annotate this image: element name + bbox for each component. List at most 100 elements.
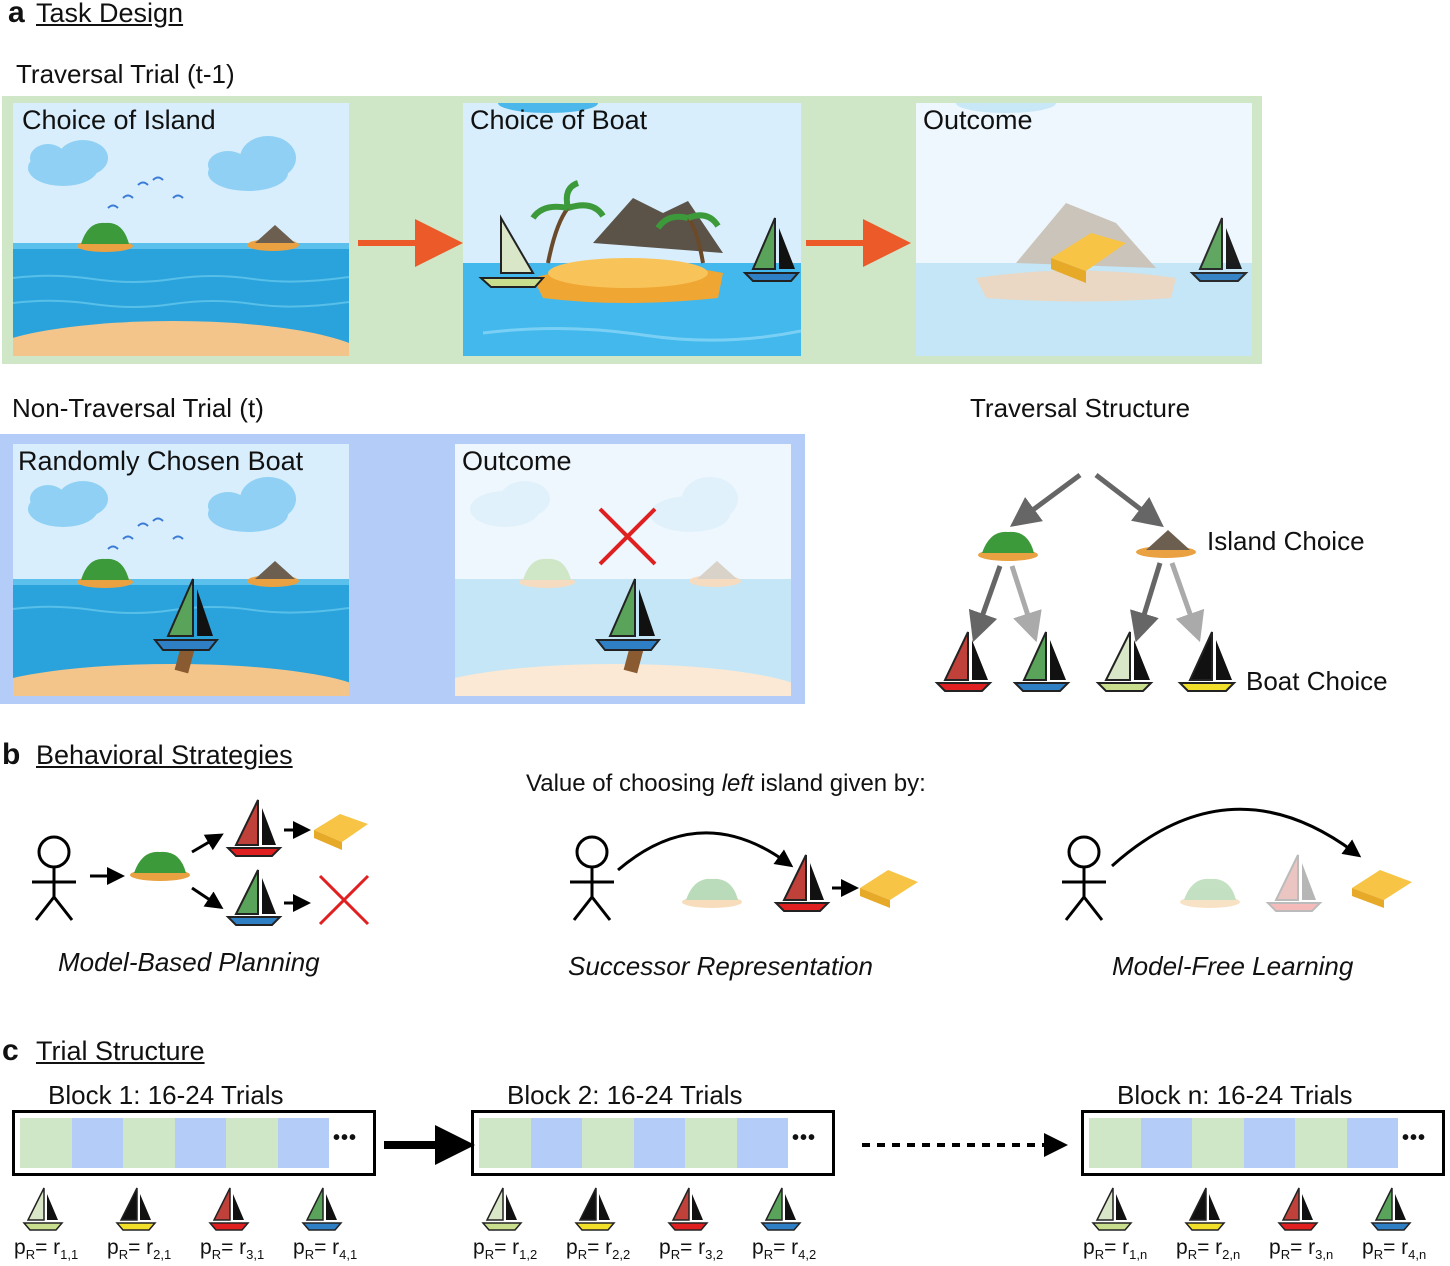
traversal-trial-cell bbox=[582, 1118, 634, 1168]
striped-sail-boat-icon bbox=[742, 217, 801, 282]
left-island-icon bbox=[978, 531, 1038, 561]
non-traversal-trial-cell bbox=[1243, 1118, 1295, 1168]
non-traversal-trial-label: Non-Traversal Trial (t) bbox=[12, 393, 264, 423]
reward-probability-label: pR= r2,n bbox=[1176, 1236, 1241, 1263]
striped-sail-boat-icon bbox=[1189, 217, 1249, 282]
striped-sail-boat-icon bbox=[1012, 631, 1071, 692]
randomly-chosen-boat-label: Randomly Chosen Boat bbox=[18, 446, 304, 476]
scene-outcome: Outcome bbox=[916, 103, 1252, 356]
right-island-icon bbox=[247, 225, 299, 251]
no-reward-scene-art bbox=[455, 477, 791, 696]
panel-a-letter: a bbox=[8, 0, 25, 29]
red-sail-boat-icon bbox=[208, 1187, 250, 1231]
dotted-sail-boat-icon bbox=[1091, 1187, 1133, 1231]
striped-sail-boat-icon bbox=[301, 1187, 343, 1231]
value-caption-italic: left bbox=[721, 770, 754, 797]
ellipsis: ••• bbox=[792, 1127, 817, 1149]
non-traversal-trial-cell bbox=[633, 1118, 685, 1168]
traversal-trial-cell bbox=[1089, 1118, 1141, 1168]
panel-b-title: Behavioral Strategies bbox=[36, 740, 293, 770]
yellow-sail-boat-icon bbox=[1177, 631, 1237, 692]
non-traversal-trial-cell bbox=[1140, 1118, 1192, 1168]
scene-randomly-chosen-boat: Randomly Chosen Boat bbox=[13, 444, 349, 696]
dotted-sail-boat-icon bbox=[478, 214, 546, 288]
left-island-icon bbox=[77, 222, 133, 252]
ellipsis: ••• bbox=[333, 1127, 358, 1149]
choice-of-boat-label: Choice of Boat bbox=[470, 105, 648, 135]
model-based-planning-label: Model-Based Planning bbox=[58, 947, 320, 977]
person-icon bbox=[32, 835, 76, 921]
non-traversal-trial-cell bbox=[530, 1118, 582, 1168]
dotted-sail-boat-icon bbox=[22, 1187, 64, 1231]
red-sail-boat-icon bbox=[667, 1187, 709, 1231]
reward-probability-label: pR= r1,1 bbox=[14, 1236, 79, 1263]
boat-choice-label: Boat Choice bbox=[1246, 666, 1388, 696]
panel-c-letter: c bbox=[2, 1034, 19, 1067]
outcome-scene-art bbox=[916, 103, 1252, 356]
non-traversal-trial-cell bbox=[1346, 1118, 1398, 1168]
traversal-trial-cell bbox=[20, 1118, 72, 1168]
ellipsis: ••• bbox=[1402, 1127, 1427, 1149]
island-choice-label: Island Choice bbox=[1207, 526, 1365, 556]
faded-island-icon bbox=[1180, 878, 1240, 908]
person-icon bbox=[570, 835, 614, 921]
red-sail-boat-icon bbox=[773, 854, 831, 912]
value-caption-prefix: Value of choosing bbox=[526, 770, 722, 797]
striped-sail-boat-icon bbox=[1370, 1187, 1412, 1231]
scene-choice-of-boat: Choice of Boat bbox=[463, 103, 801, 356]
panel-b-letter: b bbox=[2, 738, 21, 771]
panel-a-title: Task Design bbox=[36, 0, 184, 28]
traversal-trial-cell bbox=[685, 1118, 737, 1168]
block-label: Block 2: 16-24 Trials bbox=[507, 1080, 743, 1110]
traversal-trial-cell bbox=[1192, 1118, 1244, 1168]
scene-outcome-no-reward: Outcome bbox=[455, 444, 791, 696]
cloud-icon bbox=[28, 477, 296, 532]
reward-probability-label: pR= r4,1 bbox=[293, 1236, 358, 1263]
person-icon bbox=[1062, 835, 1106, 921]
reward-probability-label: pR= r3,2 bbox=[659, 1236, 724, 1263]
model-free-learning-label: Model-Free Learning bbox=[1112, 951, 1354, 981]
striped-sail-boat-icon bbox=[152, 578, 220, 651]
reward-probability-label: pR= r4,n bbox=[1362, 1236, 1427, 1263]
gold-bars-icon bbox=[1051, 233, 1126, 283]
block-box: ••• bbox=[471, 1110, 835, 1176]
outcome-label-2: Outcome bbox=[462, 446, 572, 476]
choice-of-island-label: Choice of Island bbox=[22, 105, 216, 135]
faded-island-icon bbox=[682, 878, 742, 908]
red-sail-boat-icon bbox=[934, 631, 993, 692]
yellow-sail-boat-icon bbox=[115, 1187, 157, 1231]
non-traversal-trial-cell bbox=[736, 1118, 788, 1168]
block-label: Block 1: 16-24 Trials bbox=[48, 1080, 284, 1110]
red-sail-boat-icon bbox=[1277, 1187, 1319, 1231]
red-x-icon bbox=[318, 874, 370, 926]
reward-probability-label: pR= r2,2 bbox=[566, 1236, 631, 1263]
island-scene-art bbox=[13, 136, 349, 356]
non-traversal-trial-cell bbox=[71, 1118, 123, 1168]
reward-probability-label: pR= r1,2 bbox=[473, 1236, 538, 1263]
panel-c-title: Trial Structure bbox=[36, 1036, 205, 1066]
value-caption: Value of choosing left island given by: bbox=[526, 770, 926, 798]
outcome-label: Outcome bbox=[923, 105, 1033, 135]
reward-probability-label: pR= r3,n bbox=[1269, 1236, 1334, 1263]
reward-probability-label: pR= r2,1 bbox=[107, 1236, 172, 1263]
right-island-icon bbox=[1136, 530, 1196, 558]
reward-probability-label: pR= r3,1 bbox=[200, 1236, 265, 1263]
block-label: Block n: 16-24 Trials bbox=[1117, 1080, 1353, 1110]
striped-sail-boat-icon bbox=[225, 869, 283, 926]
traversal-trial-cell bbox=[226, 1118, 278, 1168]
red-x-icon bbox=[598, 507, 657, 566]
cloud-icon bbox=[28, 136, 296, 191]
traversal-trial-cell bbox=[479, 1118, 531, 1168]
gold-bars-icon bbox=[860, 870, 918, 908]
traversal-trial-label: Traversal Trial (t-1) bbox=[16, 59, 235, 89]
yellow-sail-boat-icon bbox=[574, 1187, 616, 1231]
value-caption-suffix: island given by: bbox=[753, 770, 926, 797]
random-boat-scene-art bbox=[13, 477, 349, 696]
palm-tree-icon bbox=[530, 180, 721, 264]
red-sail-boat-icon bbox=[225, 799, 283, 857]
dotted-sail-boat-icon bbox=[1095, 631, 1154, 692]
dotted-sail-boat-icon bbox=[481, 1187, 523, 1231]
traversal-trial-cell bbox=[1295, 1118, 1347, 1168]
gold-bars-icon bbox=[1352, 870, 1412, 908]
traversal-trial-cell bbox=[123, 1118, 175, 1168]
